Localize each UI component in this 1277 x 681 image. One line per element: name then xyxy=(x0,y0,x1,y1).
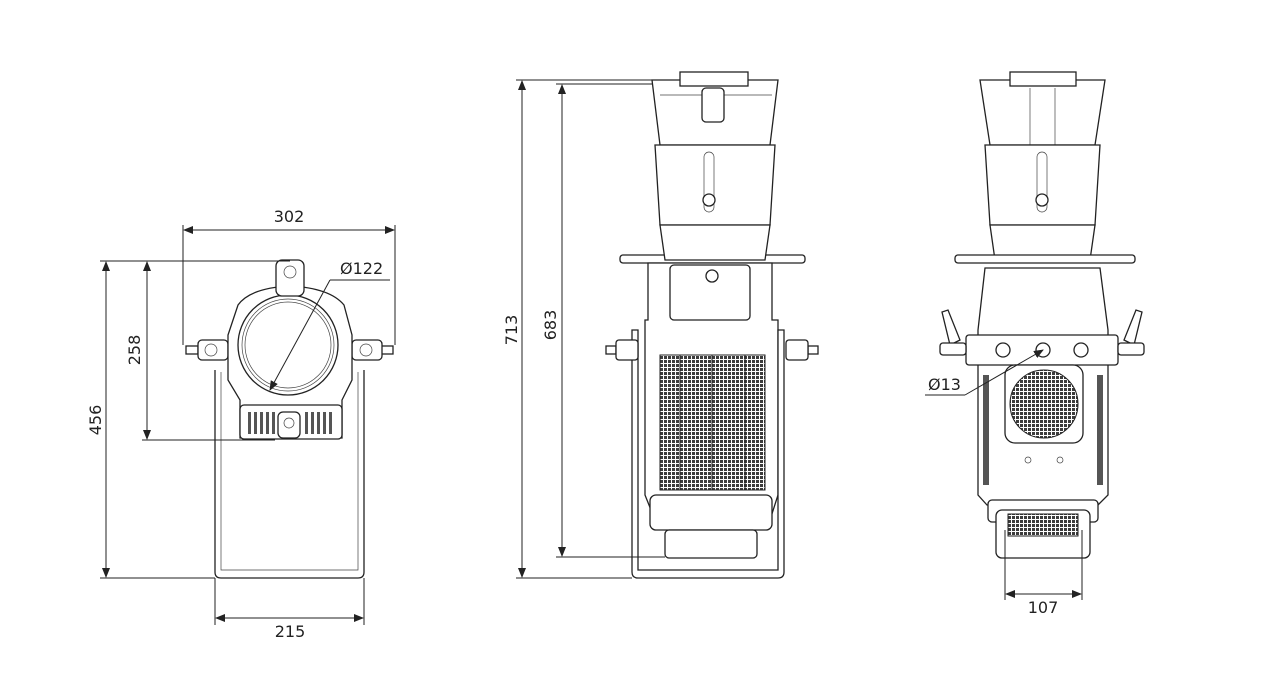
front-diameter-label: Ø122 xyxy=(340,259,383,278)
front-view: 302 Ø122 258 456 215 xyxy=(86,207,396,641)
side-yoke xyxy=(631,329,785,579)
rear-lens-barrel xyxy=(979,79,1106,146)
side-zoom-section xyxy=(654,144,776,226)
front-left-knob xyxy=(185,339,229,361)
rear-width-label: 107 xyxy=(1028,598,1059,617)
front-grille xyxy=(248,412,332,434)
front-bottom-handle xyxy=(277,411,301,439)
front-right-knob xyxy=(351,339,394,361)
side-left-knob xyxy=(605,339,639,361)
front-lens-outer xyxy=(237,294,339,396)
front-width-label: 302 xyxy=(274,207,305,226)
rear-flange xyxy=(954,254,1136,264)
side-body-height-label: 683 xyxy=(541,310,560,341)
front-lens-height-label: 258 xyxy=(125,335,144,366)
rear-fan xyxy=(1009,369,1079,439)
side-view: 713 683 xyxy=(502,71,819,579)
front-total-height-label: 456 xyxy=(86,405,105,436)
front-top-handle xyxy=(275,259,305,297)
rear-view: Ø13 107 xyxy=(925,71,1145,617)
side-right-knob xyxy=(785,339,819,361)
front-base-width-label: 215 xyxy=(275,622,306,641)
rear-hole-label: Ø13 xyxy=(928,375,961,394)
side-total-height-label: 713 xyxy=(502,315,521,346)
rear-side-grilles xyxy=(983,375,1103,485)
